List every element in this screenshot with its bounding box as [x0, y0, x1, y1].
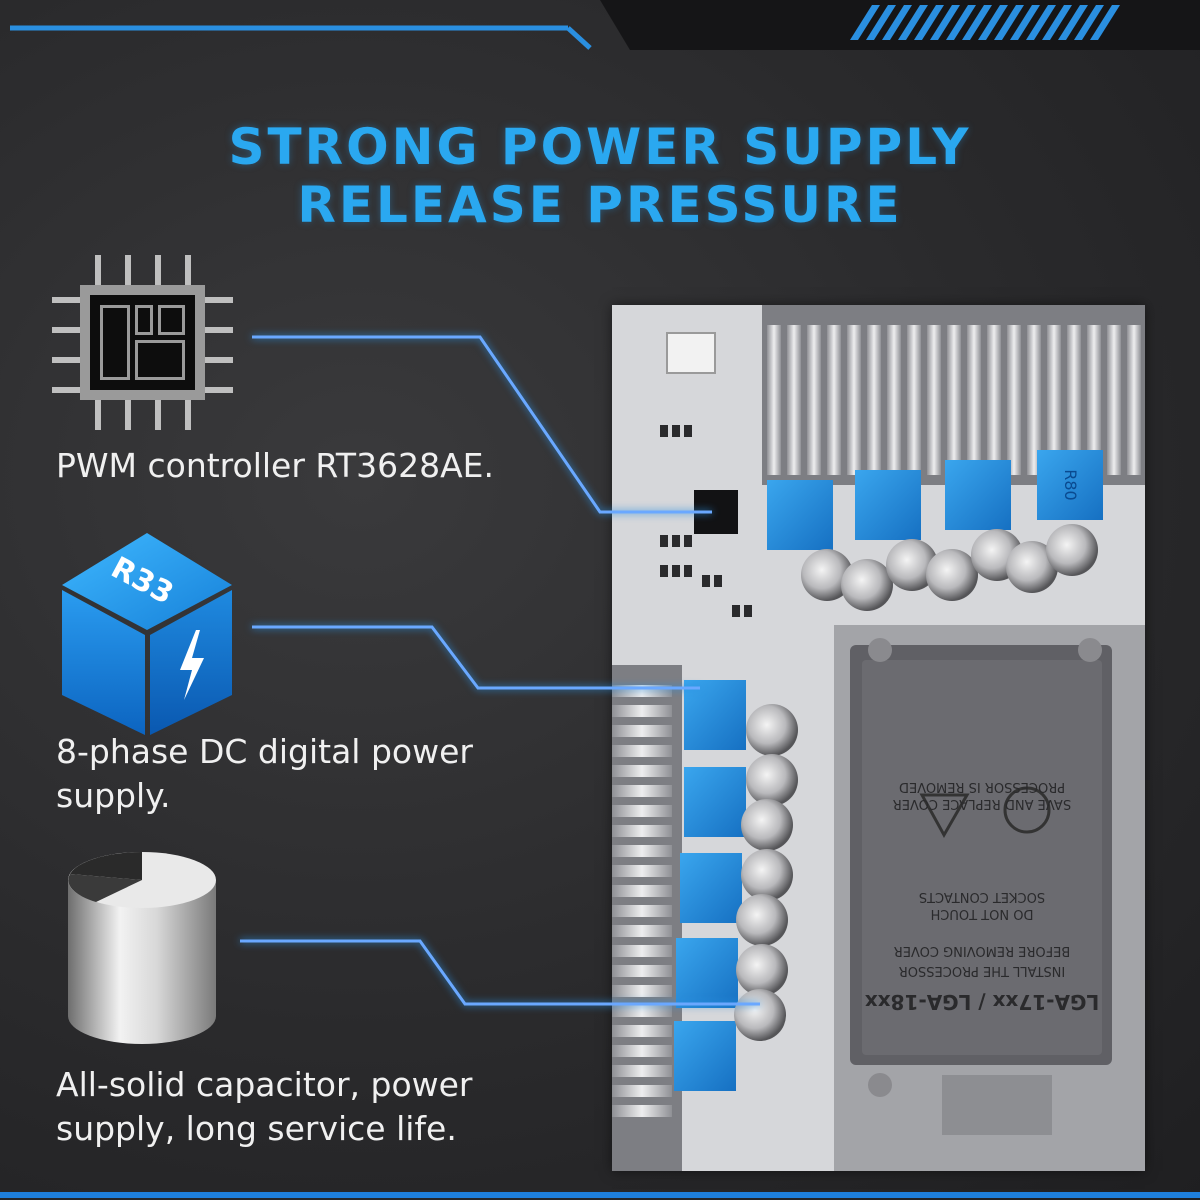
fan-header	[666, 332, 716, 374]
feature-capacitor-line-1: All-solid capacitor, power	[56, 1065, 473, 1104]
socket-label: LGA-17xx / LGA-18xx	[865, 990, 1099, 1014]
top-decor-band	[10, 0, 1200, 50]
feature-pwm-text: PWM controller RT3628AE.	[56, 446, 494, 485]
svg-text:DO NOT TOUCH: DO NOT TOUCH	[931, 906, 1034, 921]
motherboard-photo: R80	[612, 305, 1145, 1171]
chip-icon	[52, 255, 233, 430]
top-capacitors	[801, 524, 1098, 611]
svg-text:SAVE AND REPLACE COVER: SAVE AND REPLACE COVER	[893, 796, 1072, 811]
top-chokes: R80	[767, 450, 1103, 550]
bottom-decor-line	[0, 1192, 1200, 1198]
svg-text:PROCESSOR IS REMOVED: PROCESSOR IS REMOVED	[899, 779, 1065, 794]
pwm-chip	[694, 490, 738, 534]
feature-power-line-2: supply.	[56, 776, 171, 815]
headline-line-2: RELEASE PRESSURE	[297, 176, 903, 234]
headline-line-1: STRONG POWER SUPPLY	[228, 118, 972, 176]
r33-cube-icon: R33	[62, 533, 232, 735]
cpu-socket: LGA-17xx / LGA-18xx INSTALL THE PROCESSO…	[834, 625, 1145, 1171]
feature-capacitor-text: All-solid capacitor, power supply, long …	[56, 1063, 473, 1151]
svg-text:INSTALL THE PROCESSOR: INSTALL THE PROCESSOR	[899, 963, 1065, 978]
svg-text:SOCKET CONTACTS: SOCKET CONTACTS	[919, 889, 1045, 904]
feature-capacitor-line-2: supply, long service life.	[56, 1109, 457, 1148]
heatsink-left	[612, 665, 682, 1171]
feature-power-text: 8-phase DC digital power supply.	[56, 730, 473, 818]
svg-text:BEFORE REMOVING COVER: BEFORE REMOVING COVER	[894, 943, 1071, 958]
heatsink-top	[762, 305, 1145, 485]
left-chokes	[674, 680, 746, 1091]
stripe-decor	[850, 5, 1120, 40]
capacitor-cylinder-icon	[68, 852, 216, 1044]
feature-power-line-1: 8-phase DC digital power	[56, 732, 473, 771]
svg-text:R80: R80	[1061, 469, 1080, 500]
